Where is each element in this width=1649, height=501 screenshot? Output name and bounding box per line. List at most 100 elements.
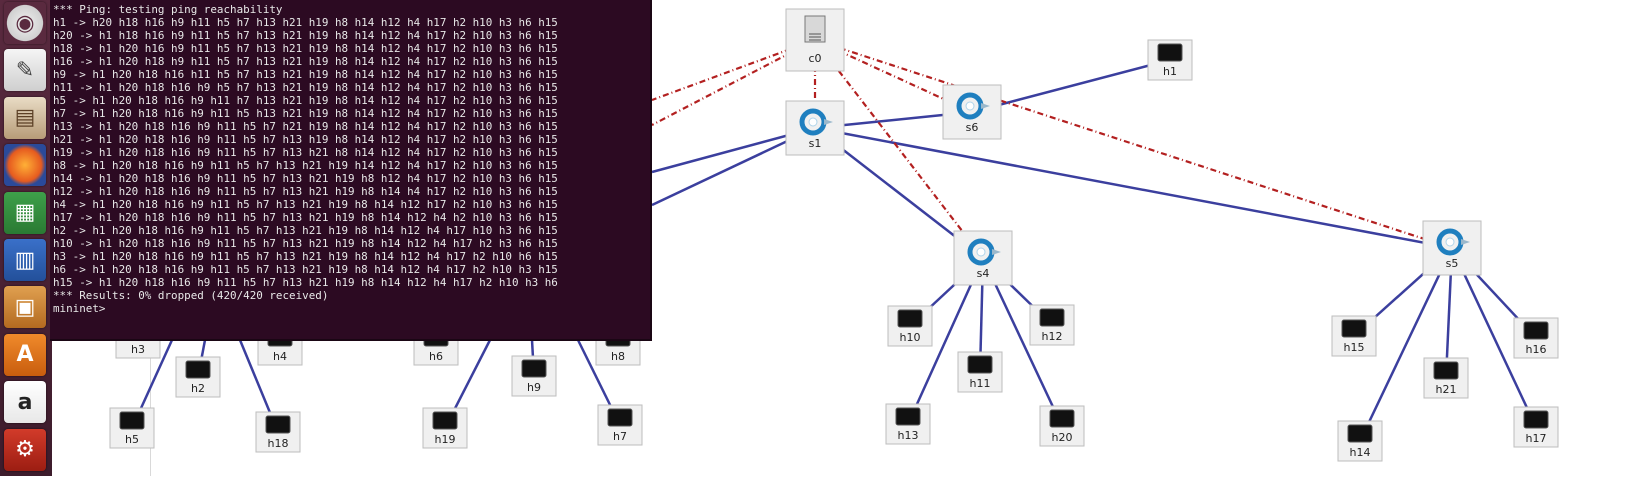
settings-icon[interactable]: ⚙ [4,428,46,471]
ping-line: h13 -> h1 h20 h18 h16 h9 h11 h5 h7 h21 h… [53,120,558,133]
topology-graph[interactable]: c0 s1 s4 s5 s6 h1 h2 h3 h4 h5 h6 h7 h8 h9 h10 h11 h12 h13… [0,0,1649,476]
controller-c0[interactable]: c0 [785,8,845,72]
ping-line: h4 -> h1 h20 h18 h16 h9 h11 h5 h7 h13 h2… [53,198,558,211]
switch-s1[interactable]: s1 [785,100,845,156]
host-h11[interactable]: h11 [957,351,1003,393]
host-label: h11 [970,377,991,390]
host-h12[interactable]: h12 [1029,304,1075,346]
ping-line: h3 -> h1 h20 h18 h16 h9 h11 h5 h7 h13 h2… [53,250,558,263]
host-label: h6 [429,350,443,363]
spreadsheet-icon[interactable]: ▦ [4,191,46,234]
ping-line: h12 -> h1 h20 h18 h16 h9 h11 h5 h7 h13 h… [53,185,558,198]
switch-label: s5 [1446,257,1459,270]
switch-label: s6 [966,121,979,134]
host-computer-icon [1347,424,1373,443]
host-label: h8 [611,350,625,363]
file-manager-icon[interactable]: ▤ [4,96,46,139]
host-label: h5 [125,433,139,446]
host-label: h20 [1052,431,1073,444]
host-label: h14 [1350,446,1371,459]
host-label: h3 [131,343,145,356]
host-h19[interactable]: h19 [422,407,468,449]
switch-s4[interactable]: s4 [953,230,1013,286]
ping-line: h17 -> h1 h20 h18 h16 h9 h11 h5 h7 h13 h… [53,211,558,224]
switch-label: s4 [977,267,990,280]
controller-label: c0 [808,52,821,65]
host-label: h16 [1526,343,1547,356]
ubuntu-search-icon[interactable]: ◉ [4,2,46,44]
ping-line: h18 -> h1 h20 h16 h9 h11 h5 h7 h13 h21 h… [53,42,558,55]
host-computer-icon [432,411,458,430]
text-editor-icon[interactable]: ✎ [4,49,46,92]
host-h20[interactable]: h20 [1039,405,1085,447]
switch-label: s1 [809,137,822,150]
host-computer-icon [521,359,547,378]
host-computer-icon [119,411,145,430]
host-h21[interactable]: h21 [1423,357,1469,399]
firefox-icon[interactable] [4,144,46,187]
host-h16[interactable]: h16 [1513,317,1559,359]
switch-icon [1436,228,1470,256]
host-computer-icon [897,309,923,328]
host-label: h4 [273,350,287,363]
host-h10[interactable]: h10 [887,305,933,347]
host-h14[interactable]: h14 [1337,420,1383,462]
host-h7[interactable]: h7 [597,404,643,446]
host-computer-icon [895,407,921,426]
host-computer-icon [607,408,633,427]
link-s5-h14[interactable] [1358,247,1454,442]
host-label: h19 [435,433,456,446]
host-label: h13 [898,429,919,442]
ping-line: h9 -> h1 h20 h18 h16 h11 h5 h7 h13 h21 h… [53,68,558,81]
host-h15[interactable]: h15 [1331,315,1377,357]
writer-icon[interactable]: ▥ [4,239,46,281]
ping-line: h5 -> h1 h20 h18 h16 h9 h11 h7 h13 h21 h… [53,94,558,107]
host-label: h1 [1163,65,1177,78]
host-computer-icon [1523,410,1549,429]
host-computer-icon [1523,321,1549,340]
switch-icon [967,238,1001,266]
host-label: h10 [900,331,921,344]
host-computer-icon [1049,409,1075,428]
host-label: h9 [527,381,541,394]
impress-icon[interactable]: ▣ [4,286,46,329]
ping-line: h20 -> h1 h18 h16 h9 h11 h5 h7 h13 h21 h… [53,29,558,42]
host-computer-icon [967,355,993,374]
link-s4-h20[interactable] [981,257,1064,427]
host-h18[interactable]: h18 [255,411,301,453]
switch-icon [956,92,990,120]
control-link-c0-s5[interactable] [814,38,1453,250]
host-h13[interactable]: h13 [885,403,931,445]
switch-s6[interactable]: s6 [942,84,1002,140]
ping-line: h21 -> h1 h20 h18 h16 h9 h11 h5 h7 h13 h… [53,133,558,146]
host-computer-icon [1157,43,1183,62]
host-h5[interactable]: h5 [109,407,155,449]
link-s4-h13[interactable] [906,257,985,425]
host-h17[interactable]: h17 [1513,406,1559,448]
host-label: h7 [613,430,627,443]
link-s6-h1[interactable] [971,58,1171,114]
terminal-window[interactable]: *** Ping: testing ping reachability h1 -… [50,0,652,341]
ping-line: h7 -> h1 h20 h18 h16 h9 h11 h5 h13 h21 h… [53,107,558,120]
host-label: h15 [1344,341,1365,354]
ping-line: h14 -> h1 h20 h18 h16 h9 h11 h5 h7 h13 h… [53,172,558,185]
ping-line: h2 -> h1 h20 h18 h16 h9 h11 h5 h7 h13 h2… [53,224,558,237]
host-h9[interactable]: h9 [511,355,557,397]
host-label: h2 [191,382,205,395]
ping-line: h19 -> h1 h20 h18 h16 h9 h11 h5 h7 h13 h… [53,146,558,159]
host-h2[interactable]: h2 [175,356,221,398]
ping-line: h16 -> h1 h20 h18 h9 h11 h5 h7 h13 h21 h… [53,55,558,68]
ping-line: h8 -> h1 h20 h18 h16 h9 h11 h5 h7 h13 h2… [53,159,558,172]
host-h1[interactable]: h1 [1147,39,1193,81]
link-s1-s5[interactable] [814,126,1453,250]
host-label: h21 [1436,383,1457,396]
terminal-header: *** Ping: testing ping reachability [53,3,283,16]
bottom-margin [0,476,1649,501]
switch-s5[interactable]: s5 [1422,220,1482,276]
software-center-icon[interactable]: A [4,333,46,376]
host-computer-icon [1341,319,1367,338]
amazon-icon[interactable]: a [4,381,46,424]
link-s5-h17[interactable] [1450,247,1538,428]
ping-line: h15 -> h1 h20 h18 h16 h9 h11 h5 h7 h13 h… [53,276,558,289]
terminal-prompt[interactable]: mininet> [53,302,106,315]
